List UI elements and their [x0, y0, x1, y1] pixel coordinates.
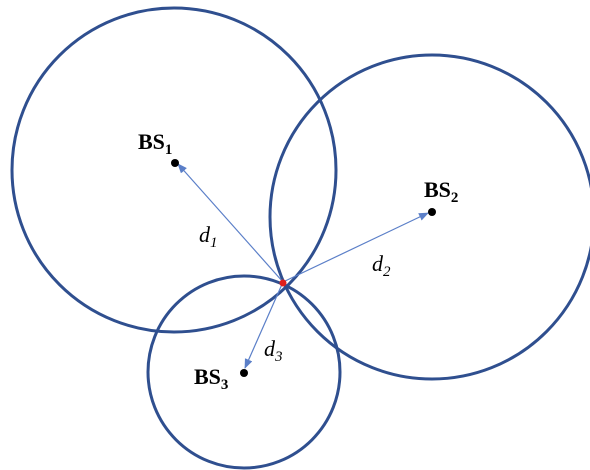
d3-label: d3 [264, 336, 283, 365]
d3-label-sub: 3 [274, 349, 283, 365]
bs1-label-sub: 1 [165, 142, 173, 158]
d3-vector [244, 281, 284, 369]
bs3-dot [240, 369, 248, 377]
bs2-range-circle [268, 53, 590, 381]
d1-label-main: d [199, 222, 211, 247]
target-point [279, 279, 287, 287]
bs1-label-main: BS [138, 129, 165, 154]
bs3-label: BS3 [194, 364, 228, 393]
bs1-range-circle [10, 6, 338, 334]
d2-label: d2 [372, 251, 391, 280]
d3-label-main: d [264, 336, 276, 361]
d2-label-sub: 2 [383, 264, 391, 280]
d2-label-main: d [372, 251, 384, 276]
bs1-dot [171, 159, 179, 167]
bs1-label: BS1 [138, 129, 172, 158]
bs3-label-main: BS [194, 364, 221, 389]
bs3-range-circle [146, 274, 342, 470]
d2-vector [282, 212, 429, 283]
d1-vector [177, 163, 284, 283]
d1-label-sub: 1 [210, 235, 218, 251]
bs2-label: BS2 [424, 177, 458, 206]
bs2-dot [428, 208, 436, 216]
bs2-label-main: BS [424, 177, 451, 202]
bs3-label-sub: 3 [221, 377, 229, 393]
bs2-label-sub: 2 [451, 190, 459, 206]
d1-label: d1 [199, 222, 218, 251]
